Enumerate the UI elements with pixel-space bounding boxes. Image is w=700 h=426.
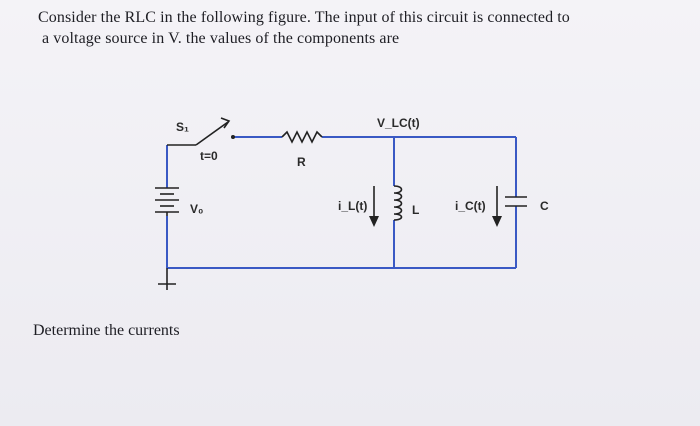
switch-s1 — [167, 117, 235, 146]
resistor-r — [281, 130, 323, 144]
problem-line-2: a voltage source in V. the values of the… — [42, 30, 400, 47]
inductor-l — [393, 185, 403, 221]
capacitor-current-arrow — [492, 186, 502, 227]
voltage-vlc-label: V_LC(t) — [377, 116, 420, 130]
switch-time-label: t=0 — [200, 149, 218, 163]
ground-symbol — [158, 268, 176, 290]
resistor-label: R — [297, 155, 306, 169]
inductor-current-label: i_L(t) — [338, 199, 367, 213]
source-label: V₀ — [190, 202, 203, 216]
inductor-label: L — [412, 203, 419, 217]
capacitor-label: C — [540, 199, 549, 213]
voltage-source-battery — [155, 187, 179, 216]
switch-label: S₁ — [176, 120, 189, 134]
problem-line-1: Consider the RLC in the following figure… — [38, 9, 570, 26]
footer-prompt: Determine the currents — [33, 322, 180, 339]
capacitor-c — [505, 196, 527, 207]
inductor-current-arrow — [369, 186, 379, 227]
problem-statement: Consider the RLC in the following figure… — [38, 7, 658, 49]
capacitor-current-label: i_C(t) — [455, 199, 486, 213]
